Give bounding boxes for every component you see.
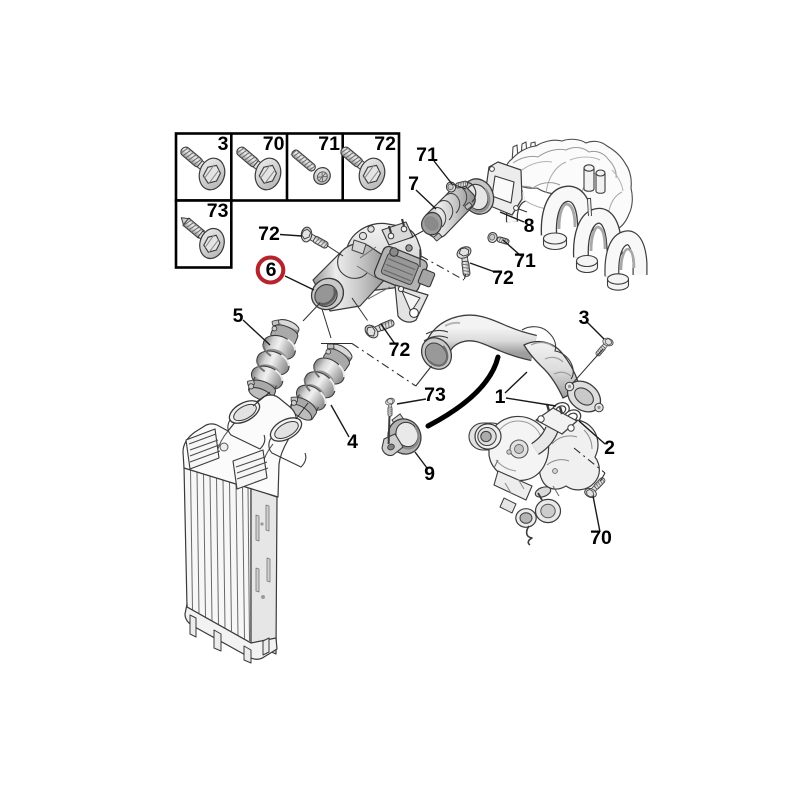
svg-text:5: 5 — [233, 305, 244, 327]
svg-text:72: 72 — [258, 223, 280, 245]
svg-text:72: 72 — [492, 267, 514, 289]
svg-text:1: 1 — [495, 386, 506, 408]
svg-text:3: 3 — [218, 133, 229, 155]
svg-text:6: 6 — [266, 259, 277, 281]
svg-text:71: 71 — [318, 133, 340, 155]
svg-text:8: 8 — [524, 215, 535, 237]
svg-text:2: 2 — [604, 437, 615, 459]
svg-text:72: 72 — [374, 133, 396, 155]
svg-text:3: 3 — [579, 307, 590, 329]
svg-text:70: 70 — [590, 527, 612, 549]
svg-text:9: 9 — [424, 463, 435, 485]
svg-text:73: 73 — [207, 200, 229, 222]
svg-text:70: 70 — [263, 133, 285, 155]
svg-text:71: 71 — [416, 144, 438, 166]
svg-text:4: 4 — [347, 431, 358, 453]
svg-text:72: 72 — [389, 339, 411, 361]
svg-text:71: 71 — [514, 250, 536, 272]
svg-text:7: 7 — [408, 173, 419, 195]
svg-text:73: 73 — [424, 384, 446, 406]
